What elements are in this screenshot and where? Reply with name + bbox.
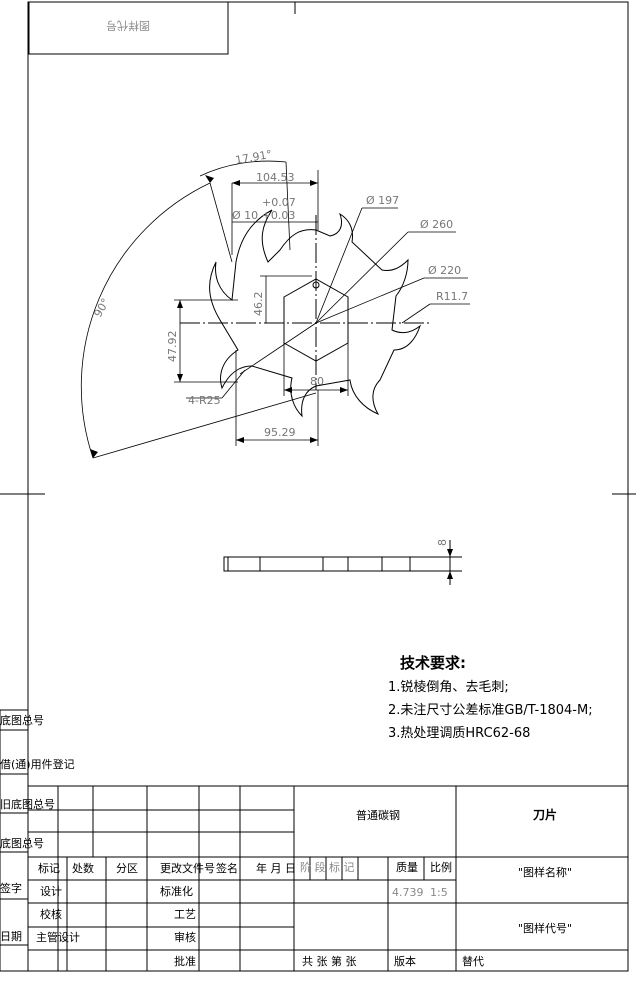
tb-process: 工艺 (174, 908, 196, 921)
angle-90-arc (80, 182, 211, 459)
tb-drawing-name: "图样名称" (518, 865, 572, 879)
strip-label-1: 底图总号 (0, 713, 44, 727)
tb-h-count: 处数 (72, 862, 94, 875)
strip-label-5: 签字 (0, 881, 22, 895)
strip-label-4: 底图总号 (0, 836, 44, 850)
tech-req-item-2: 2.未注尺寸公差标准GB/T-1804-M; (388, 703, 593, 718)
dim-thickness: 8 (436, 539, 449, 546)
tb-replace: 替代 (462, 954, 484, 968)
tb-material: 普通碳钢 (356, 808, 400, 822)
tech-req-item-3: 3.热处理调质HRC62-68 (388, 726, 530, 741)
blade-front-view (180, 209, 430, 418)
top-code-label: 图样代号 (106, 19, 150, 33)
tb-part-name: 刀片 (533, 807, 557, 822)
pin-hole (312, 281, 320, 289)
tb-designer: 设计 (40, 885, 62, 898)
dim-dia-260: Ø 260 (420, 218, 453, 231)
tb-stage-mark: 阶 段 标 记 (300, 860, 355, 874)
tb-mass-label: 质量 (396, 861, 418, 874)
tb-scale-value: 1:5 (430, 886, 448, 899)
tb-h-date: 年 月 日 (256, 861, 296, 875)
dim-radius-25: 4-R25 (188, 394, 221, 407)
top-code-box (28, 1, 229, 55)
tb-h-zone: 分区 (116, 862, 138, 875)
tb-h-signature: 签名 (216, 861, 238, 875)
dim-angle-90: 90° (91, 296, 112, 319)
dim-hole-dia: Ø 10 +0.03 (232, 209, 295, 222)
dim-radius-11-7: R11.7 (436, 290, 468, 303)
tb-version: 版本 (394, 954, 416, 968)
tech-req-item-1: 1.锐棱倒角、去毛刺; (388, 679, 509, 695)
dim-hole-tol: +0.07 (262, 196, 296, 209)
drawing-frame (27, 1, 629, 972)
tb-checker: 校核 (40, 907, 62, 921)
strip-label-6: 日期 (0, 930, 22, 943)
strip-label-2: 借(通)用件登记 (0, 757, 75, 771)
dim-dia-220: Ø 220 (428, 264, 461, 277)
dim-angle-small: 17.91° (234, 148, 273, 167)
dim-width-95-29: 95.29 (264, 426, 296, 439)
tb-h-mark: 标记 (38, 861, 60, 875)
blade-side-view (223, 540, 462, 585)
tb-approve: 批准 (174, 954, 196, 968)
dim-height-47-92: 47.92 (166, 331, 179, 363)
center-hexagon (283, 278, 349, 362)
tech-req-title: 技术要求: (400, 654, 466, 672)
tb-h-change-doc: 更改文件号 (160, 861, 215, 875)
dim-width-80: 80 (310, 375, 324, 388)
tb-standardization: 标准化 (160, 884, 193, 898)
dim-width-top: 104.53 (256, 171, 295, 184)
title-block (27, 785, 629, 972)
tb-mass-value: 4.739 (392, 886, 424, 899)
tb-scale-label: 比例 (430, 860, 452, 874)
tb-chief-designer: 主管设计 (36, 930, 80, 944)
dim-dia-197: Ø 197 (366, 194, 399, 207)
tb-sheet-info: 共 张 第 张 (302, 954, 357, 968)
tb-drawing-code: "图样代号" (518, 921, 572, 935)
tb-review: 审核 (174, 930, 196, 944)
dim-height-46-2: 46.2 (252, 292, 265, 317)
